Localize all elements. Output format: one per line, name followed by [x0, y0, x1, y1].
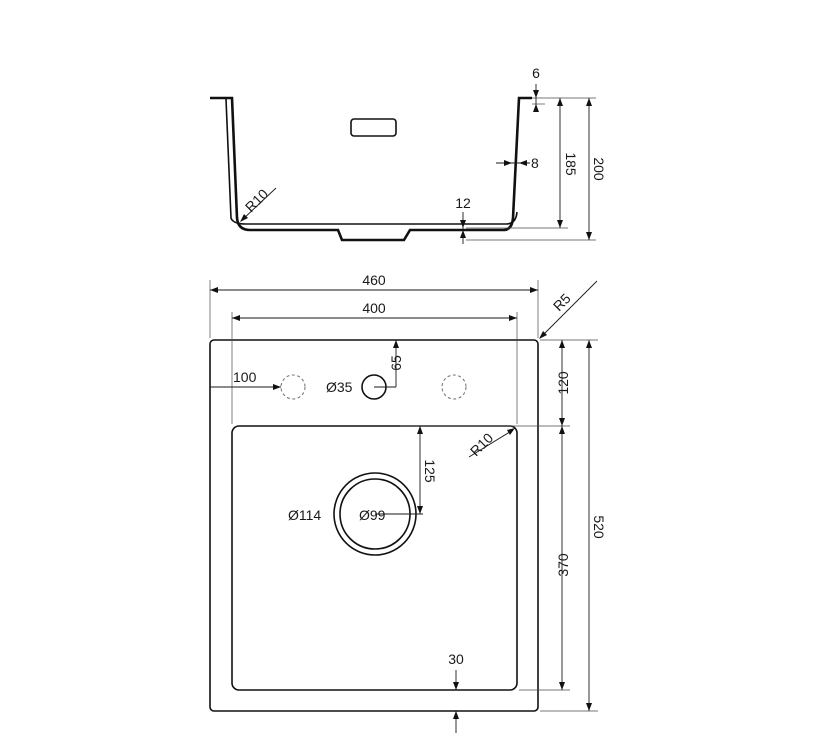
dim-tap-hole-offset: 65 [388, 355, 404, 371]
dim-overall-length: 520 [591, 515, 607, 539]
dim-drain-offset: 125 [422, 459, 438, 483]
dim-tap-hole-diameter: Ø35 [326, 379, 353, 395]
plan-outer-contour [209, 339, 539, 712]
tap-hole-left-optional [280, 374, 306, 400]
dim-rim-thickness: 6 [532, 65, 540, 81]
dim-outer-radius: R5 [550, 290, 574, 314]
dim-front-rim: 30 [448, 651, 464, 667]
dim-side-hole-offset: 100 [233, 369, 257, 385]
tap-hole-right-optional [441, 374, 467, 400]
dim-bottom-thickness: 12 [455, 195, 471, 211]
sink-profile-view: 6 8 185 200 12 R10 [210, 65, 607, 244]
dim-wall-thickness: 8 [531, 155, 539, 171]
plan-bowl-contour [231, 425, 518, 691]
dim-bowl-corner-radius: R10 [467, 429, 497, 459]
dim-overall-depth: 200 [591, 157, 607, 181]
dim-inner-depth: 185 [563, 152, 579, 176]
overflow-slot [350, 118, 397, 137]
dim-overall-width: 460 [362, 272, 386, 288]
dim-profile-corner-radius: R10 [242, 185, 272, 215]
dim-bowl-length: 370 [555, 553, 571, 577]
dim-inner-width: 400 [362, 300, 386, 316]
sink-plan-view: 460 400 R5 65 Ø35 100 120 520 [209, 272, 607, 733]
profile-inner-line [225, 98, 518, 225]
dim-drain-inner-diameter: Ø99 [359, 507, 386, 523]
dim-drain-outer-diameter: Ø114 [288, 507, 321, 523]
dim-rim-depth: 120 [555, 371, 571, 395]
